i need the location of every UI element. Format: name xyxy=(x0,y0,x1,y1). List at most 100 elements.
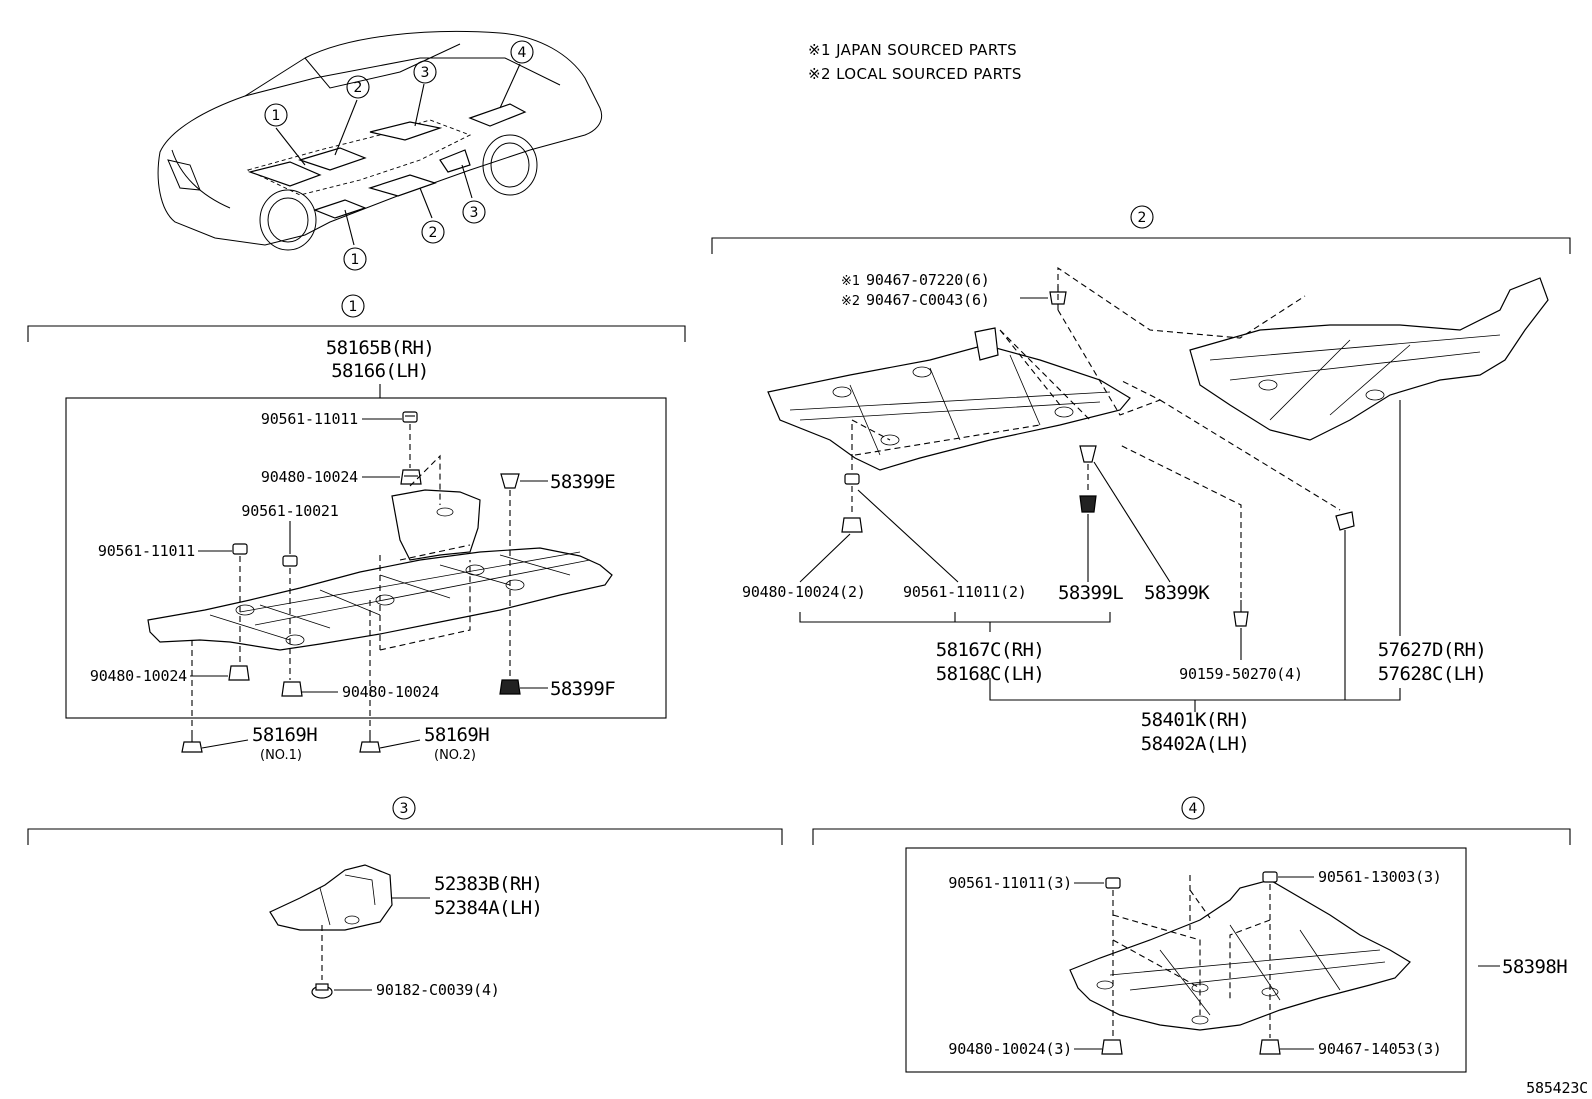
part-90561-10021: 90561-10021 xyxy=(241,502,338,520)
leader-58169h-no2 xyxy=(379,739,421,749)
part-90480-10024-bottom: 90480-10024 xyxy=(342,683,439,701)
cover-hole-2 xyxy=(285,634,305,646)
car-leader-2-lower xyxy=(419,187,433,219)
car-callout-3-upper: 3 xyxy=(413,60,437,84)
car-leader-4 xyxy=(499,63,521,109)
svg-text:3: 3 xyxy=(470,205,479,221)
fastener-58169h-no2 xyxy=(359,736,381,753)
fastener-58169h-no1 xyxy=(181,736,203,753)
part-90561-11011-top: 90561-11011 xyxy=(261,410,358,428)
part-58169h-no1: 58169H xyxy=(252,724,317,746)
fastener-90480-10024-top xyxy=(400,469,422,485)
fastener-90561-10021 xyxy=(282,555,298,567)
part-52383b-rh: 52383B(RH) xyxy=(434,873,542,895)
fastener-rear-cover xyxy=(1335,511,1355,531)
part-58167c-rh: 58167C(RH) xyxy=(936,639,1044,661)
fastener-90561-11011-2 xyxy=(844,473,860,485)
section-4-bracket xyxy=(812,828,1571,845)
car-callout-4: 4 xyxy=(510,40,534,64)
fastener-58399k xyxy=(1079,445,1097,463)
leader-58399k xyxy=(1093,461,1171,583)
car-leader-2-upper xyxy=(334,99,358,156)
car-front-fascia xyxy=(171,149,231,209)
car-cover-2-lower xyxy=(367,174,437,197)
car-callout-1-lower: 1 xyxy=(343,247,367,271)
fastener-90480-10024-3 xyxy=(1101,1039,1123,1055)
car-cover-4 xyxy=(468,103,527,127)
uc-hole-1 xyxy=(832,386,852,398)
car-headlight xyxy=(167,159,201,191)
section-1-callout xyxy=(341,294,365,318)
dash-90159 xyxy=(1119,444,1242,598)
cover-hole-1 xyxy=(235,604,255,616)
svg-text:2: 2 xyxy=(429,225,438,241)
part-57627d-rh: 57627D(RH) xyxy=(1378,639,1486,661)
part-90480-10024-3: 90480-10024(3) xyxy=(948,1040,1072,1058)
car-callout-1-upper: 1 xyxy=(264,103,288,127)
section-3: 3 52383B(RH) 52384A(LH) 90182-C0039(4) xyxy=(27,796,783,999)
uc-hole-3 xyxy=(880,434,900,446)
car-rear-wheel-inner xyxy=(490,142,530,188)
dash-left-fasteners xyxy=(1112,875,1211,1038)
cover-hole-5 xyxy=(505,579,525,591)
leader-58169h-no1 xyxy=(201,739,249,749)
svg-text:2: 2 xyxy=(354,80,363,96)
car-leader-1-upper xyxy=(275,127,306,166)
under-cover-58167c xyxy=(767,344,1131,471)
car-front-wheel xyxy=(259,189,317,251)
note-mark-2: ※2 xyxy=(841,294,860,309)
under-cover-58167c-tab xyxy=(974,327,999,361)
cover-hole-6 xyxy=(436,507,454,517)
figure-code: 585423C xyxy=(1526,1079,1588,1097)
car-cover-2-upper xyxy=(298,147,367,171)
part-90480-10024-left: 90480-10024 xyxy=(90,667,187,685)
uc-hole-2 xyxy=(912,366,932,378)
fastener-90159-50270 xyxy=(1233,600,1249,627)
fastener-90561-11011-3 xyxy=(1105,877,1121,889)
fastener-90480-10024-2 xyxy=(841,517,863,533)
rear-floor-cover-ribs xyxy=(1109,924,1386,1016)
engine-under-cover-tab xyxy=(391,489,481,561)
car-callout-3-lower: 3 xyxy=(462,200,486,224)
svg-text:4: 4 xyxy=(518,45,527,61)
car-cover-1-lower xyxy=(313,199,367,219)
section-4-callout-number: 4 xyxy=(1189,801,1198,817)
car-front-wheel-inner xyxy=(267,197,309,243)
section-3-bracket xyxy=(27,828,783,845)
car-rear-wheel xyxy=(482,134,538,196)
car-cover-3-lower xyxy=(439,149,471,173)
car-cover-1-upper xyxy=(247,161,322,187)
section-4-callout xyxy=(1181,796,1205,820)
part-58168c-lh: 58168C(LH) xyxy=(936,663,1044,685)
dash-rear-cover xyxy=(1159,399,1341,511)
fastener-58399f xyxy=(499,679,521,695)
cover-hole-4 xyxy=(465,564,485,576)
under-cover-58167c-ribs xyxy=(789,354,1111,456)
dash-58169h-no2 xyxy=(369,555,471,736)
part-90561-13003-3: 90561-13003(3) xyxy=(1318,868,1442,886)
cover-edge-lines xyxy=(239,551,591,626)
fastener-90561-13003-3 xyxy=(1262,871,1278,883)
car-callout-2-lower: 2 xyxy=(421,220,445,244)
fastener-58399l xyxy=(1079,495,1097,513)
section-3-callout-number: 3 xyxy=(400,801,409,817)
part-58165b-rh: 58165B(RH) xyxy=(326,337,434,359)
car-beltline xyxy=(244,57,561,97)
car-callout-2-upper: 2 xyxy=(346,75,370,99)
part-58169h-no2: 58169H xyxy=(424,724,489,746)
bracket-58167c xyxy=(799,612,1111,632)
fuel-tank-protector xyxy=(269,864,393,931)
part-90480-10024-top: 90480-10024 xyxy=(261,468,358,486)
floor-cover-ribs xyxy=(1209,334,1501,421)
fc-hole-2 xyxy=(1365,389,1385,401)
part-90467-07220: 90467-07220(6) xyxy=(866,271,990,289)
car-leader-1-lower xyxy=(344,209,355,246)
fastener-90480-10024-bottom xyxy=(281,681,303,697)
car-window-line xyxy=(304,43,461,89)
section-4: 4 90561-11011(3) 90561-13003(3) 58398H 9… xyxy=(812,796,1571,1073)
part-58169h-no2-qualifier: (NO.2) xyxy=(434,748,476,763)
part-58399f: 58399F xyxy=(550,678,615,700)
car-leader-3-lower xyxy=(461,164,473,199)
note-mark-1: ※1 xyxy=(841,274,860,289)
fuel-tank-protector-ribs xyxy=(319,874,376,926)
